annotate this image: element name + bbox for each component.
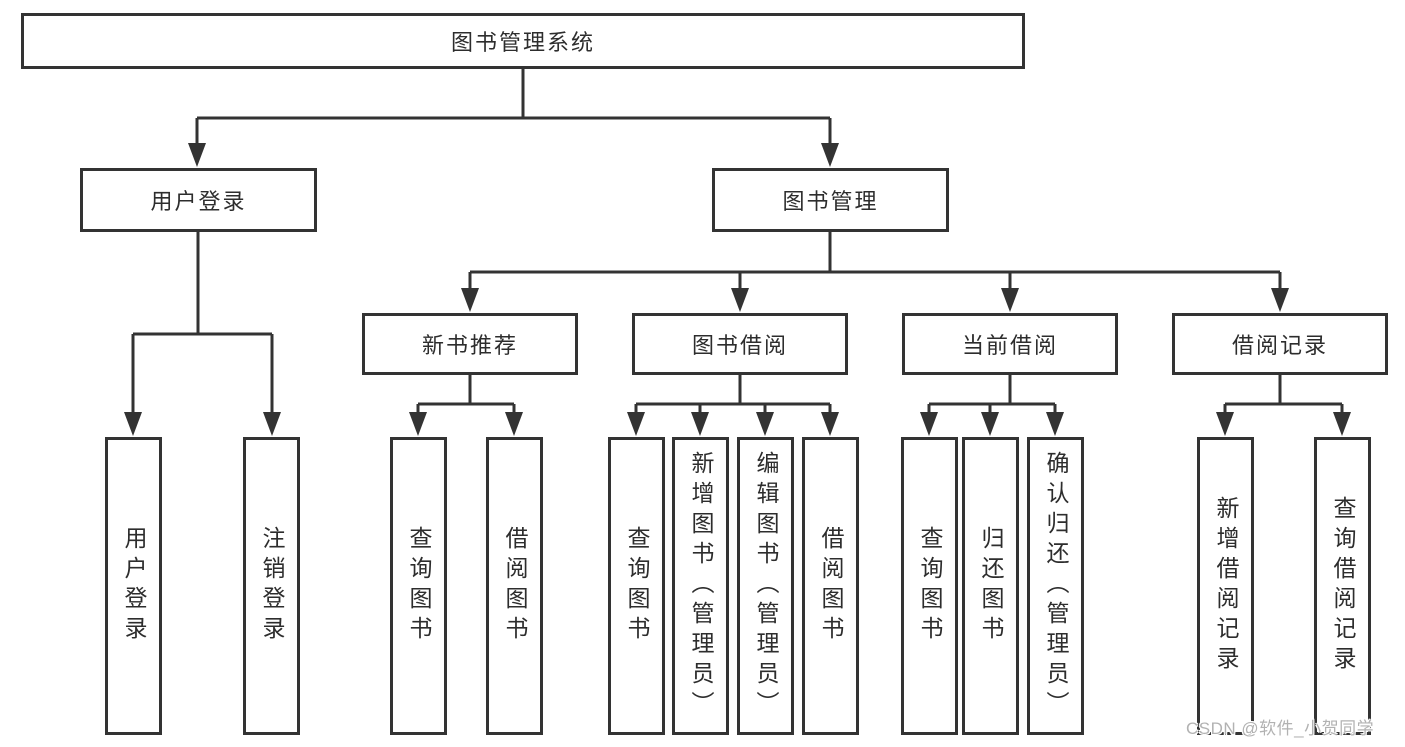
leaf-add-borrow-record: 新增借阅记录 <box>1197 437 1254 735</box>
arrowhead-icon <box>505 412 523 436</box>
leaf-label: 用户登录 <box>121 526 147 646</box>
node-root: 图书管理系统 <box>21 13 1025 69</box>
arrowhead-icon <box>691 412 709 436</box>
arrowhead-icon <box>756 412 774 436</box>
node-user-login: 用户登录 <box>80 168 317 232</box>
connector-lines <box>131 69 1344 413</box>
csdn-watermark: CSDN @软件_小贺同学 <box>1186 719 1375 738</box>
leaf-label: 新增借阅记录 <box>1213 496 1239 676</box>
leaf-label: 编辑图书（管理员） <box>753 451 779 721</box>
arrowheads <box>124 143 1351 436</box>
arrowhead-icon <box>1001 288 1019 312</box>
node-borrow-records: 借阅记录 <box>1172 313 1388 375</box>
connector-book-borrow-to-leaves <box>634 375 832 413</box>
leaf-label: 查询图书 <box>624 526 650 646</box>
arrowhead-icon <box>188 143 206 167</box>
leaf-label: 归还图书 <box>978 526 1004 646</box>
leaf-query-borrow-record: 查询借阅记录 <box>1314 437 1371 735</box>
arrowhead-icon <box>461 288 479 312</box>
connector-book-management-to-level3 <box>468 232 1282 289</box>
leaf-label: 借阅图书 <box>818 526 844 646</box>
arrowhead-icon <box>263 412 281 436</box>
node-current-borrow: 当前借阅 <box>902 313 1118 375</box>
leaf-label: 确认归还（管理员） <box>1043 451 1069 721</box>
connector-root-to-level2 <box>195 69 832 144</box>
arrowhead-icon <box>731 288 749 312</box>
arrowhead-icon <box>981 412 999 436</box>
node-book-borrow: 图书借阅 <box>632 313 848 375</box>
connector-user-login-to-leaves <box>131 232 274 413</box>
arrowhead-icon <box>1216 412 1234 436</box>
leaf-borrow-books-recommend: 借阅图书 <box>486 437 543 735</box>
leaf-label: 查询借阅记录 <box>1330 496 1356 676</box>
leaf-label: 查询图书 <box>406 526 432 646</box>
connector-new-book-to-leaves <box>416 375 516 413</box>
arrowhead-icon <box>821 143 839 167</box>
leaf-borrow-books: 借阅图书 <box>802 437 859 735</box>
leaf-query-books-recommend: 查询图书 <box>390 437 447 735</box>
arrowhead-icon <box>409 412 427 436</box>
leaf-add-book-admin: 新增图书（管理员） <box>672 437 729 735</box>
arrowhead-icon <box>920 412 938 436</box>
connector-current-borrow-to-leaves <box>927 375 1057 413</box>
arrowhead-icon <box>1046 412 1064 436</box>
leaf-label: 新增图书（管理员） <box>688 451 714 721</box>
arrowhead-icon <box>821 412 839 436</box>
leaf-edit-book-admin: 编辑图书（管理员） <box>737 437 794 735</box>
leaf-query-books-current: 查询图书 <box>901 437 958 735</box>
leaf-label: 注销登录 <box>259 526 285 646</box>
arrowhead-icon <box>124 412 142 436</box>
leaf-label: 查询图书 <box>917 526 943 646</box>
arrowhead-icon <box>1333 412 1351 436</box>
node-new-book-recommend: 新书推荐 <box>362 313 578 375</box>
node-book-management: 图书管理 <box>712 168 949 232</box>
leaf-return-book: 归还图书 <box>962 437 1019 735</box>
connector-borrow-records-to-leaves <box>1223 375 1344 413</box>
leaf-confirm-return-admin: 确认归还（管理员） <box>1027 437 1084 735</box>
arrowhead-icon <box>1271 288 1289 312</box>
leaf-logout: 注销登录 <box>243 437 300 735</box>
leaf-query-books-borrow: 查询图书 <box>608 437 665 735</box>
arrowhead-icon <box>627 412 645 436</box>
leaf-label: 借阅图书 <box>502 526 528 646</box>
leaf-user-login: 用户登录 <box>105 437 162 735</box>
